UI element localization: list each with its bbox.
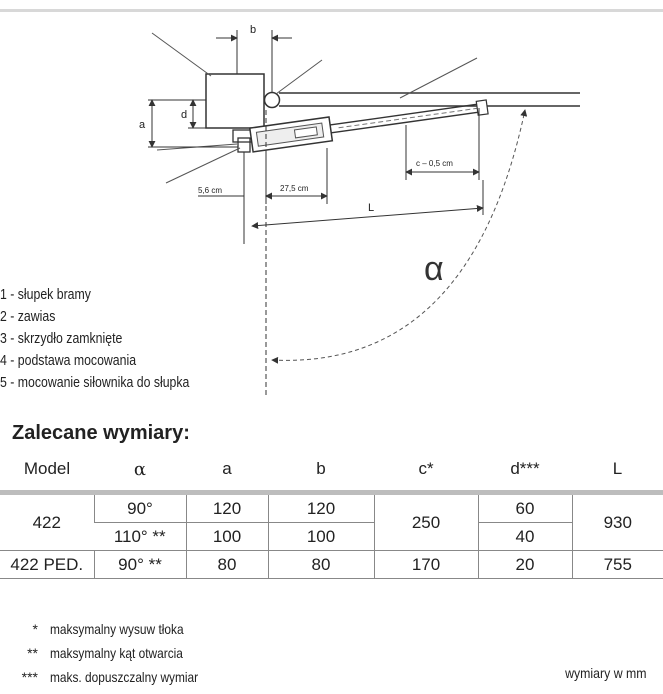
- footnote-mark: **: [27, 645, 38, 661]
- footnotes: * maksymalny wysuw tłoka ** maksymalny kąt…: [0, 617, 224, 689]
- cell-model: 422 PED.: [0, 550, 94, 579]
- cell-alpha: 110° **: [94, 522, 186, 551]
- parts-legend: 1 - słupek bramy 2 - zawias 3 - skrzydło…: [0, 284, 231, 394]
- actuator-shape: [248, 99, 489, 153]
- gate-post-shape: [205, 73, 265, 129]
- footnote: *** maks. dopuszczalny wymiar: [0, 665, 224, 689]
- section-title: Zalecane wymiary:: [12, 422, 190, 444]
- cell-c: 170: [373, 550, 478, 579]
- footnote: * maksymalny wysuw tłoka: [0, 617, 224, 641]
- units-note: wymiary w mm: [565, 665, 647, 681]
- cell-b: 100: [267, 522, 374, 551]
- cell-d: 60: [477, 492, 572, 523]
- cell-alpha: 90°: [93, 492, 186, 523]
- dim-label-56: 5,6 cm: [198, 186, 222, 195]
- col-header-b: b: [268, 448, 374, 495]
- legend-item: 2 - zawias: [0, 308, 56, 325]
- table-row: 110° ** 100 100 40: [0, 522, 663, 551]
- legend-item: 1 - słupek bramy: [0, 286, 91, 303]
- legend-item: 4 - podstawa mocowania: [0, 352, 137, 369]
- cell-model: 422: [0, 492, 94, 551]
- col-header-L: L: [572, 448, 663, 495]
- col-header-c: c*: [374, 448, 478, 495]
- cell-c: 250: [373, 492, 478, 551]
- footnote: ** maksymalny kąt otwarcia: [0, 641, 224, 665]
- dim-label-d: d: [181, 109, 187, 121]
- cell-L: 755: [571, 550, 663, 579]
- footnote-text: maksymalny wysuw tłoka: [50, 621, 184, 637]
- top-divider: [0, 0, 663, 12]
- col-header-d: d***: [478, 448, 572, 495]
- dim-label-275: 27,5 cm: [280, 184, 309, 193]
- footnote-mark: ***: [21, 669, 38, 685]
- table-row: 422 PED. 90° ** 80 80 170 20 755: [0, 550, 663, 579]
- col-header-model: Model: [0, 448, 94, 495]
- dim-label-a: a: [139, 119, 146, 131]
- angle-label-alpha: α: [424, 250, 444, 288]
- dim-label-b: b: [250, 24, 256, 36]
- installation-diagram: b a d 5,6 cm 27,5 cm c – 0,5 cm L α: [139, 24, 580, 398]
- col-header-alpha: α: [94, 448, 186, 495]
- dimensions-table: Model α a b c* d*** L 422 90° 120 120 25…: [0, 448, 663, 579]
- footnote-mark: *: [32, 621, 38, 637]
- cell-a: 120: [185, 492, 268, 523]
- table-row: 422 90° 120 120 250 60 930: [0, 492, 663, 551]
- dim-label-c: c – 0,5 cm: [416, 159, 453, 168]
- footnote-text: maks. dopuszczalny wymiar: [50, 669, 199, 685]
- col-header-a: a: [186, 448, 268, 495]
- hinge-shape: [263, 91, 281, 109]
- cell-d: 20: [477, 550, 572, 579]
- cell-b: 80: [267, 550, 374, 579]
- cell-a: 100: [185, 522, 268, 551]
- legend-item: 3 - skrzydło zamknięte: [0, 330, 123, 347]
- cell-d: 40: [477, 522, 572, 551]
- table-header-row: Model α a b c* d*** L: [0, 448, 663, 495]
- cell-b: 120: [267, 492, 374, 523]
- cell-a: 80: [185, 550, 268, 579]
- legend-item: 5 - mocowanie siłownika do słupka: [0, 374, 190, 391]
- footnote-text: maksymalny kąt otwarcia: [50, 645, 183, 661]
- cell-L: 930: [571, 492, 663, 551]
- cell-alpha: 90° **: [93, 550, 186, 579]
- dim-label-L: L: [368, 202, 374, 214]
